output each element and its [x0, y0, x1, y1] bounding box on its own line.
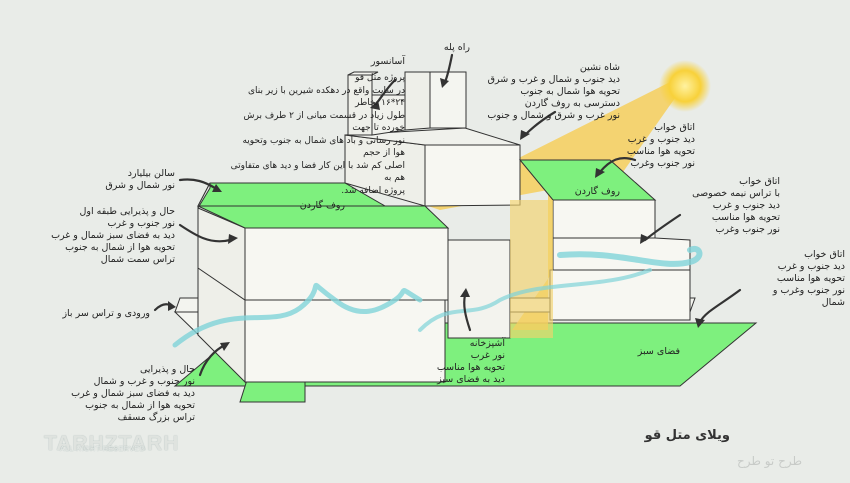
stair-shaft-right [429, 71, 467, 129]
label-bedroom-2: اتاق خواب با تراس نیمه خصوصی دید جنوب و … [692, 176, 780, 235]
diagram-title: ویلای متل قو [644, 428, 730, 443]
brand-sub: ALL RIGHT RESERVED [60, 446, 146, 453]
first-floor-front [244, 227, 449, 301]
wind-curl-mid [418, 268, 652, 332]
arrow-bed1 [598, 156, 637, 174]
label-roof-garden-right: روف گاردن [574, 186, 620, 197]
label-roof-garden-left: روف گاردن [299, 200, 345, 211]
ground-green-left [239, 379, 306, 403]
label-kitchen: آشپزخانه نور غرب تحویه هوا مناسب دید به … [436, 338, 505, 385]
arrow-hall1 [178, 223, 232, 243]
right-upper-front [552, 199, 656, 239]
arrow-head-6 [695, 318, 705, 328]
arrow-head-7 [212, 184, 222, 192]
arrow-head-11 [460, 288, 470, 297]
arrow-head-3 [520, 130, 530, 140]
tower-roof [344, 127, 521, 146]
sun-icon [659, 60, 711, 112]
label-billiard: سالن بیلیارد نور شمال و شرق [105, 168, 175, 191]
kitchen-shadow [510, 200, 553, 338]
wind-curl-left [172, 283, 423, 348]
label-bedroom-1: اتاق خواب دید جنوب و غرب تحویه هوا مناسب… [626, 122, 695, 169]
arrow-kitchen [463, 293, 472, 332]
arrow-head-5 [640, 234, 650, 244]
arrow-head-8 [228, 234, 238, 244]
label-hall-first: حال و پذیرایی طبقه اول نور جنوب و غرب دی… [51, 206, 175, 265]
arrow-shahneshin [523, 110, 557, 137]
arrow-head-2 [440, 78, 449, 88]
label-elevator: آسانسور [370, 56, 405, 67]
tower-front-face [424, 144, 521, 207]
label-bedroom-3: اتاق خواب دید جنوب و غرب تحویه هوا مناسب… [772, 249, 845, 308]
arrow-entrance [153, 303, 172, 312]
stair-shaft [404, 71, 431, 131]
label-hall-ground: حال و پذیرایی نور جنوب و غرب و شمال دید … [71, 364, 195, 423]
wind-curl-right [557, 245, 703, 267]
ground-floor-front [244, 299, 446, 383]
arrow-billiard [178, 178, 217, 190]
shaft-link [371, 94, 406, 136]
label-shahneshin: شاه نشین دید جنوب و شمال و غرب و شرق تحو… [487, 62, 620, 121]
arrow-head-1 [370, 100, 380, 110]
label-entrance: ورودی و تراس سر باز [62, 308, 150, 319]
first-floor-side [197, 207, 246, 301]
arrow-bed3 [698, 288, 742, 324]
arrow-head-10 [220, 342, 230, 351]
arrow-head-9 [168, 301, 176, 311]
label-green-space: فضای سبز [637, 346, 680, 357]
watermark: طرح تو طرح [736, 454, 802, 468]
label-stairs: راه پله [443, 42, 470, 53]
kitchen-block [447, 239, 511, 339]
brand-logo: TARHZTARH [44, 432, 180, 455]
arrow-head-4 [595, 168, 605, 178]
elevator-shaft-top [347, 71, 379, 76]
project-description: پروژه متل قو در سایت واقع در دهکده شیرین… [230, 73, 405, 196]
roof-garden-right-shape [518, 159, 657, 201]
